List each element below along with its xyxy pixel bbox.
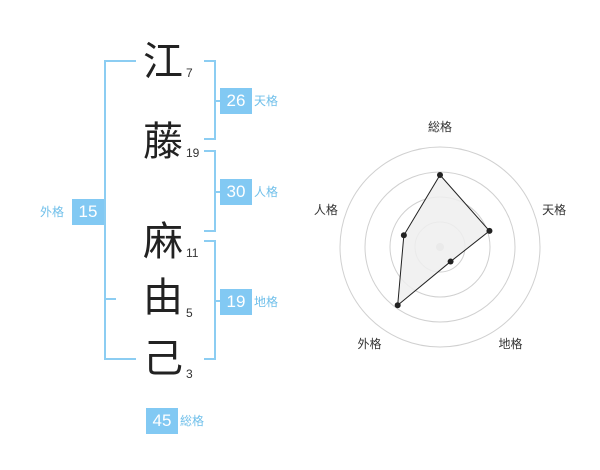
tenkaku-badge: 26	[220, 88, 252, 114]
tenkaku-bracket-connector	[214, 100, 222, 102]
chikaku-badge: 19	[220, 289, 252, 315]
gaikaku-badge: 15	[72, 199, 104, 225]
chikaku-bracket-connector	[214, 300, 222, 302]
radar-point-4	[394, 302, 401, 309]
radar-ring	[339, 146, 541, 348]
jinkaku-label: 人格	[254, 185, 279, 199]
given-char-1: 麻	[143, 219, 183, 265]
jinkaku-badge: 30	[220, 179, 252, 205]
given-strokes-1: 11	[186, 246, 199, 260]
radar-point-2	[486, 227, 493, 234]
soukaku-badge: 45	[146, 408, 178, 434]
gaikaku-bracket-divider	[104, 298, 116, 300]
surname-strokes-1: 7	[186, 66, 193, 80]
radar-axis-label-5: 人格	[314, 202, 338, 217]
given-char-3: 己	[143, 336, 183, 382]
radar-axis-label-1: 総格	[428, 119, 452, 134]
radar-axis-label-4: 外格	[357, 336, 381, 351]
chikaku-label: 地格	[254, 295, 279, 309]
given-strokes-2: 5	[186, 306, 193, 320]
radar-value-polygon	[397, 174, 491, 307]
radar-point-3	[447, 258, 454, 265]
surname-char-1: 江	[143, 39, 183, 85]
radar-point-1	[437, 172, 443, 178]
jinkaku-bracket-connector	[214, 191, 222, 193]
soukaku-label: 総格	[180, 414, 205, 428]
radar-point-5	[400, 232, 407, 239]
gaikaku-bracket	[104, 60, 136, 360]
radar-axis-label-2: 天格	[542, 202, 566, 217]
surname-strokes-2: 19	[186, 146, 200, 160]
gaikaku-label: 外格	[40, 205, 65, 219]
radar-axis-label-3: 地格	[499, 336, 523, 351]
given-strokes-3: 3	[186, 367, 193, 381]
surname-char-2: 藤	[143, 119, 183, 165]
tenkaku-label: 天格	[254, 94, 279, 108]
given-char-2: 由	[143, 275, 183, 321]
